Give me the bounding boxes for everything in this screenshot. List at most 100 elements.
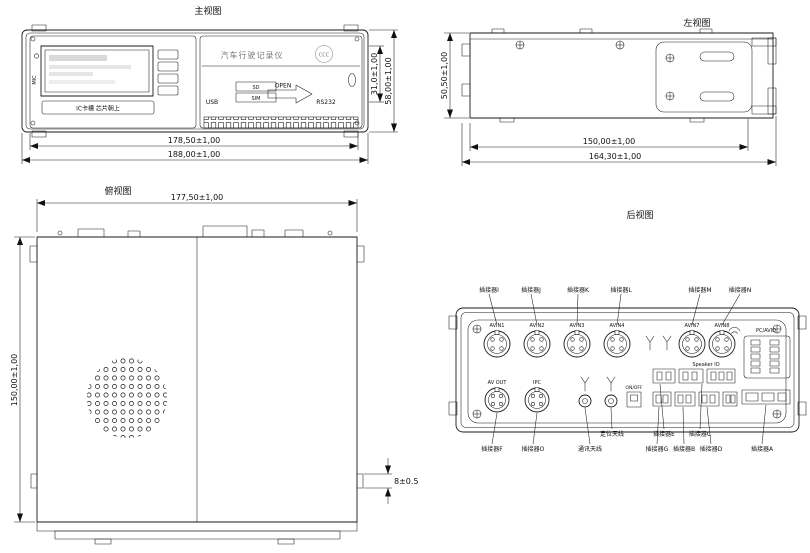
ipc-label: IPC: [533, 380, 541, 386]
ipc-connector[interactable]: IPC: [524, 380, 550, 413]
av-connector[interactable]: [678, 330, 706, 358]
bottom-pin-row: [203, 116, 359, 129]
rear-panel: [467, 319, 787, 424]
antenna-icon: [606, 376, 616, 392]
dim-left-height-label: 50,50±1,00: [440, 52, 449, 99]
dim-left-body-depth: 150,00±1,00: [469, 119, 749, 151]
connector-label: 插接器E: [653, 430, 675, 438]
open-latch[interactable]: OPEN: [267, 83, 313, 104]
front-shell-inner: [25, 32, 365, 130]
gps-antenna-label: 定位天线: [600, 430, 624, 438]
left-front-tabs: [461, 43, 471, 97]
dim-left-height: 50,50±1,00: [440, 32, 469, 119]
dim-top-width-label: 177,50±1,00: [171, 193, 224, 202]
left-top-bumps: [491, 28, 713, 34]
connector-label: 插接器O: [522, 445, 545, 453]
left-body-outline: [469, 32, 774, 119]
dim-left-total-depth: 164,30±1,00: [461, 116, 777, 166]
speaker-grille: [87, 358, 167, 438]
comm-antenna-label: 通讯天线: [578, 445, 602, 453]
dim-left-body-depth-label: 150,00±1,00: [583, 137, 636, 146]
dim-front-inner-width-label: 178,50±1,00: [168, 136, 221, 145]
antenna-icon: [662, 335, 672, 351]
av-connector[interactable]: [483, 330, 511, 358]
dim-top-depth-label: 150,00±1,00: [10, 354, 19, 407]
front-view: 主视图 MIC: [21, 5, 398, 164]
top-view-title: 俯视图: [104, 185, 131, 197]
rear-view-title: 后视图: [626, 209, 653, 221]
wifi-icon: [728, 327, 741, 334]
screw-icon: [615, 40, 625, 50]
sd-sim-slots[interactable]: SD SIM: [235, 81, 277, 103]
antenna-icon: [645, 335, 655, 351]
ic-card-slot-label: IC卡槽 芯片朝上: [76, 105, 120, 113]
lcd-display: [40, 45, 154, 97]
avin-connectors[interactable]: AVIN1 AVIN2 AVIN3 AVIN4 AVIN7 AVIN8: [483, 323, 736, 358]
ic-card-slot[interactable]: IC卡槽 芯片朝上: [41, 100, 155, 115]
speaker-io-label: Speaker IO: [692, 362, 719, 368]
dim-top-depth: 150,00±1,00: [10, 236, 35, 523]
avin-label: AVIN1: [490, 323, 505, 329]
open-arrow-icon: [267, 84, 313, 104]
front-shell-outline: [21, 29, 369, 133]
antenna-connectors[interactable]: [578, 376, 618, 408]
av-connector[interactable]: [563, 330, 591, 358]
left-bottom-feet: [499, 117, 705, 123]
dim-front-outer-width-label: 188,00±1,00: [168, 150, 221, 159]
connector-label: 插接器L: [610, 286, 632, 294]
pc-avio-label: PC/AVIO: [756, 328, 776, 334]
avin-label: AVIN7: [685, 323, 700, 329]
connector-label: 插接器A: [751, 445, 774, 453]
on-off-label: ON/OFF: [625, 385, 643, 391]
rs232-label: RS232: [316, 99, 336, 106]
mounting-bracket: [655, 37, 777, 115]
antenna-icon: [580, 376, 590, 392]
dim-front-total-height: 58,00±1,00: [369, 29, 398, 133]
top-front-bezel: [36, 521, 358, 545]
connector-label: 插接器M: [688, 286, 711, 294]
dim-front-panel-height-label: 31,0±1,00: [370, 53, 379, 95]
screw-icon: [472, 409, 482, 419]
top-rear-bumps: [57, 225, 333, 238]
left-side-view: 左视图: [440, 17, 777, 166]
dim-front-total-height-label: 58,00±1,00: [384, 57, 393, 104]
sma-connector[interactable]: [604, 394, 618, 408]
mic-label: MIC: [32, 75, 38, 85]
av-connector[interactable]: [603, 330, 631, 358]
screw-icon: [515, 40, 525, 50]
open-label: OPEN: [275, 83, 292, 90]
ccc-cert-mark: CCC: [315, 45, 333, 63]
dim-front-inner-width: 178,50±1,00: [29, 133, 359, 150]
connector-label: 插接器J: [521, 286, 541, 294]
ccc-cert-label: CCC: [319, 53, 330, 59]
av-out-label: AV OUT: [488, 380, 508, 386]
sim-label: SIM: [252, 96, 261, 102]
lower-connector-row[interactable]: [652, 389, 791, 407]
pc-avio-connector[interactable]: PC/AVIO: [728, 327, 791, 379]
av-connector[interactable]: [523, 330, 551, 358]
rear-top-callouts: 插接器I 插接器J 插接器K 插接器L 插接器M 插接器N: [479, 286, 752, 326]
connector-label: 插接器D: [700, 445, 723, 453]
rear-view: 后视图 插接器I 插接器J 插接器K 插接器L 插接器M 插接器N: [448, 209, 807, 453]
top-down-view: 俯视图 177,50±1,00: [10, 185, 419, 545]
avin-label: AVIN3: [570, 323, 585, 329]
av-connector[interactable]: [708, 330, 736, 358]
avin-label: AVIN8: [715, 323, 730, 329]
connector-label: 插接器N: [729, 286, 752, 294]
av-out-connector[interactable]: AV OUT: [484, 380, 510, 413]
panel-buttons[interactable]: [157, 49, 179, 96]
dim-front-outer-width: 188,00±1,00: [21, 133, 369, 164]
connector-label: 插接器K: [567, 286, 590, 294]
lock-screw-icon: [348, 73, 356, 87]
front-right-panel: 汽车行驶记录仪 CCC SD SIM USB RS232 OPEN: [199, 35, 363, 129]
dim-front-panel-height: 31,0±1,00: [369, 45, 384, 103]
power-switch[interactable]: ON/OFF: [625, 385, 643, 408]
upper-connector-row[interactable]: [652, 368, 736, 384]
dim-top-width: 177,50±1,00: [36, 193, 358, 232]
sma-connector[interactable]: [578, 394, 592, 408]
avin-label: AVIN4: [610, 323, 625, 329]
left-view-title: 左视图: [683, 17, 710, 29]
connector-label: 插接器G: [646, 445, 669, 453]
